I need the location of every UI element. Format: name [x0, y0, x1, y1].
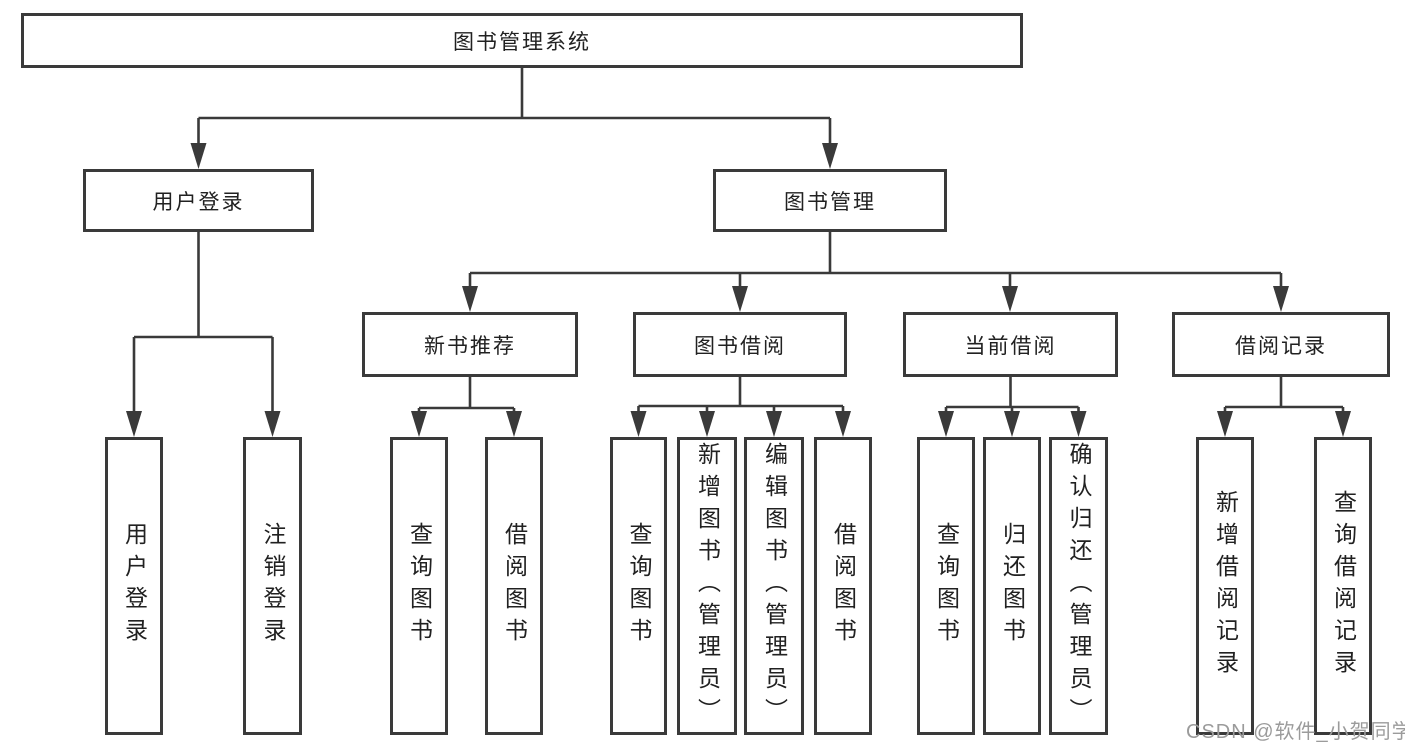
- node-borrowing-records-label: 借阅记录: [1235, 334, 1327, 358]
- watermark: CSDN @软件_小贺同学: [1186, 721, 1405, 743]
- leaf-record-query-borrow-record: 查询借阅记录: [1314, 437, 1372, 735]
- node-book-borrowing-label: 图书借阅: [694, 334, 786, 358]
- node-book-management: 图书管理: [713, 169, 947, 232]
- node-root-label: 图书管理系统: [453, 30, 591, 54]
- leaf-borrow-edit-books-admin: 编辑图书（管理员）: [744, 437, 804, 735]
- leaf-borrow-borrow-books: 借阅图书: [814, 437, 872, 735]
- leaf-borrow-edit-books-admin-label: 编辑图书（管理员）: [761, 442, 788, 730]
- leaf-record-query-borrow-record-label: 查询借阅记录: [1330, 490, 1357, 682]
- leaf-borrow-add-books-admin: 新增图书（管理员）: [677, 437, 737, 735]
- leaf-current-return-books: 归还图书: [983, 437, 1041, 735]
- leaf-user-login: 用户登录: [105, 437, 163, 735]
- leaf-record-add-borrow-record: 新增借阅记录: [1196, 437, 1254, 735]
- leaf-borrow-borrow-books-label: 借阅图书: [830, 522, 857, 650]
- leaf-borrow-add-books-admin-label: 新增图书（管理员）: [694, 442, 721, 730]
- leaf-borrow-query-books: 查询图书: [610, 437, 667, 735]
- leaf-newbook-query-books: 查询图书: [390, 437, 448, 735]
- leaf-current-query-books-label: 查询图书: [933, 522, 960, 650]
- leaf-logout: 注销登录: [243, 437, 302, 735]
- node-new-book-recommend: 新书推荐: [362, 312, 578, 377]
- node-current-borrowing: 当前借阅: [903, 312, 1118, 377]
- arrowheads: [126, 143, 1351, 437]
- leaf-logout-label: 注销登录: [260, 522, 286, 650]
- leaf-current-confirm-return-admin: 确认归还（管理员）: [1049, 437, 1108, 735]
- leaf-newbook-query-books-label: 查询图书: [406, 522, 433, 650]
- node-new-book-recommend-label: 新书推荐: [424, 334, 516, 358]
- node-book-management-label: 图书管理: [784, 190, 876, 214]
- leaf-newbook-borrow-books: 借阅图书: [485, 437, 543, 735]
- leaf-user-login-label: 用户登录: [121, 522, 148, 650]
- node-borrowing-records: 借阅记录: [1172, 312, 1390, 377]
- node-user-login: 用户登录: [83, 169, 314, 232]
- node-book-borrowing: 图书借阅: [633, 312, 847, 377]
- leaf-current-return-books-label: 归还图书: [999, 522, 1026, 650]
- leaf-borrow-query-books-label: 查询图书: [626, 522, 652, 650]
- leaf-newbook-borrow-books-label: 借阅图书: [501, 522, 528, 650]
- leaf-current-query-books: 查询图书: [917, 437, 975, 735]
- node-user-login-label: 用户登录: [152, 190, 245, 214]
- leaf-record-add-borrow-record-label: 新增借阅记录: [1212, 490, 1239, 682]
- node-root: 图书管理系统: [21, 13, 1023, 68]
- node-current-borrowing-label: 当前借阅: [964, 334, 1057, 358]
- leaf-current-confirm-return-admin-label: 确认归还（管理员）: [1066, 442, 1092, 730]
